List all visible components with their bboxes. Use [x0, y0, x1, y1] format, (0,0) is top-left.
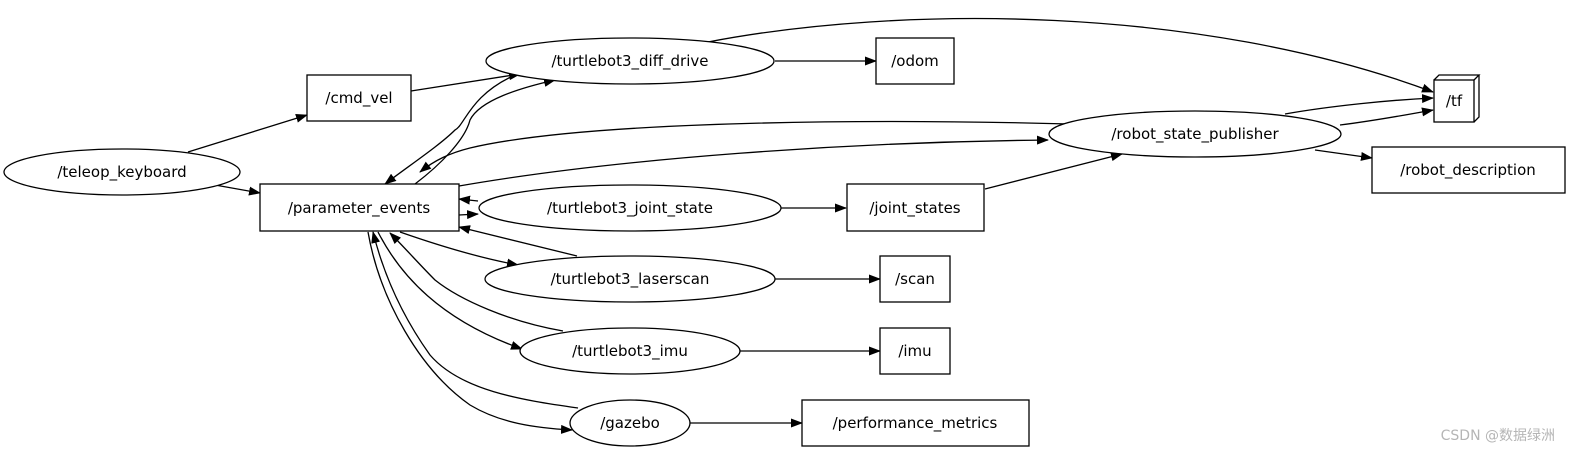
topic-parameter-events[interactable]: /parameter_events — [259, 183, 460, 232]
topic-performance-metrics-shape — [801, 399, 1030, 447]
node-turtlebot3-laserscan-label: /turtlebot3_laserscan — [551, 270, 710, 289]
edge-turtlebot3_diff_drive-to-parameter_events — [384, 74, 516, 185]
topic-imu-label: /imu — [898, 342, 931, 360]
edge-robot_state_publisher-to-parameter_events-main — [419, 120, 1071, 173]
node-turtlebot3-diff-drive-shape — [485, 37, 775, 85]
edge-turtlebot3_diff_drive-to-tf — [707, 17, 1434, 93]
topic-tf-box-side — [1473, 75, 1480, 123]
node-teleop-keyboard-label: /teleop_keyboard — [57, 163, 186, 182]
edge-parameter_events-to-turtlebot3_joint_state — [458, 210, 479, 220]
node-teleop-keyboard[interactable]: /teleop_keyboard — [3, 148, 241, 196]
node-turtlebot3-joint-state-shape — [478, 184, 782, 232]
topic-imu[interactable]: /imu — [879, 327, 951, 375]
node-turtlebot3-joint-state[interactable]: /turtlebot3_joint_state — [478, 184, 782, 232]
topic-joint-states[interactable]: /joint_states — [846, 183, 985, 232]
edge-robot_state_publisher-to-tf-a — [1284, 94, 1434, 115]
topic-joint-states-shape — [846, 183, 985, 232]
topic-parameter-events-label: /parameter_events — [288, 199, 430, 218]
topic-parameter-events-shape — [259, 183, 460, 232]
topic-performance-metrics[interactable]: /performance_metrics — [801, 399, 1030, 447]
edge-parameter_events-to-robot_state_publisher — [458, 135, 1049, 187]
edge-turtlebot3_laserscan-to-parameter_events — [458, 225, 578, 257]
topic-tf-label: /tf — [1446, 92, 1463, 110]
edge-turtlebot3_imu-to-parameter_events — [389, 232, 564, 332]
node-gazebo-label: /gazebo — [600, 414, 660, 432]
node-turtlebot3-laserscan[interactable]: /turtlebot3_laserscan — [484, 255, 776, 303]
node-robot-state-publisher-label: /robot_state_publisher — [1111, 125, 1279, 144]
topic-robot-description-label: /robot_description — [1400, 161, 1536, 180]
topic-imu-shape — [879, 327, 951, 375]
edge-teleop_keyboard-to-cmd_vel — [187, 113, 308, 153]
node-teleop-keyboard-shape — [3, 148, 241, 196]
node-turtlebot3-imu[interactable]: /turtlebot3_imu — [519, 327, 741, 375]
node-turtlebot3-imu-shape — [519, 327, 741, 375]
topic-joint-states-label: /joint_states — [869, 199, 960, 218]
topic-scan[interactable]: /scan — [879, 255, 951, 303]
node-turtlebot3-imu-label: /turtlebot3_imu — [572, 342, 688, 361]
node-robot-state-publisher-shape — [1048, 110, 1342, 158]
topic-performance-metrics-label: /performance_metrics — [833, 414, 998, 433]
node-turtlebot3-joint-state-label: /turtlebot3_joint_state — [547, 199, 713, 218]
topic-scan-shape — [879, 255, 951, 303]
node-turtlebot3-diff-drive[interactable]: /turtlebot3_diff_drive — [485, 37, 775, 85]
edge-layer — [187, 17, 1434, 434]
node-layer: /teleop_keyboard /cmd_vel /parameter_eve… — [3, 37, 1566, 447]
edge-gazebo-to-parameter_events — [371, 231, 579, 409]
topic-odom-shape — [875, 37, 955, 85]
node-gazebo[interactable]: /gazebo — [569, 399, 691, 447]
edge-joint_states-to-robot_state_publisher — [984, 152, 1123, 190]
topic-tf-shape — [1433, 79, 1475, 123]
topic-scan-label: /scan — [895, 270, 935, 288]
edge-parameter_events-to-turtlebot3_diff_drive — [414, 78, 556, 185]
edge-robot_state_publisher-to-robot_description — [1314, 149, 1373, 161]
edge-robot_state_publisher-to-tf-b — [1339, 107, 1434, 126]
node-turtlebot3-laserscan-shape — [484, 255, 776, 303]
topic-odom[interactable]: /odom — [875, 37, 955, 85]
edge-parameter_events-to-turtlebot3_imu — [377, 231, 523, 350]
edge-cmd_vel-to-turtlebot3_diff_drive — [410, 71, 521, 92]
watermark-text: CSDN @数据绿洲 — [1441, 428, 1555, 444]
edge-teleop_keyboard-to-parameter_events — [214, 184, 261, 196]
topic-cmd-vel-shape — [306, 74, 412, 122]
node-robot-state-publisher[interactable]: /robot_state_publisher — [1048, 110, 1342, 158]
topic-robot-description[interactable]: /robot_description — [1371, 146, 1566, 194]
topic-robot-description-shape — [1371, 146, 1566, 194]
edge-parameter_events-to-gazebo — [367, 231, 573, 434]
topic-cmd-vel-label: /cmd_vel — [325, 89, 392, 108]
topic-odom-label: /odom — [891, 52, 939, 70]
node-gazebo-shape — [569, 399, 691, 447]
topic-cmd-vel[interactable]: /cmd_vel — [306, 74, 412, 122]
edge-turtlebot3_joint_state-to-parameter_events — [458, 195, 479, 205]
node-turtlebot3-diff-drive-label: /turtlebot3_diff_drive — [552, 52, 709, 71]
topic-tf[interactable]: /tf — [1433, 74, 1481, 123]
edge-parameter_events-to-turtlebot3_laserscan — [399, 231, 519, 268]
topic-tf-box-top — [1433, 74, 1481, 81]
